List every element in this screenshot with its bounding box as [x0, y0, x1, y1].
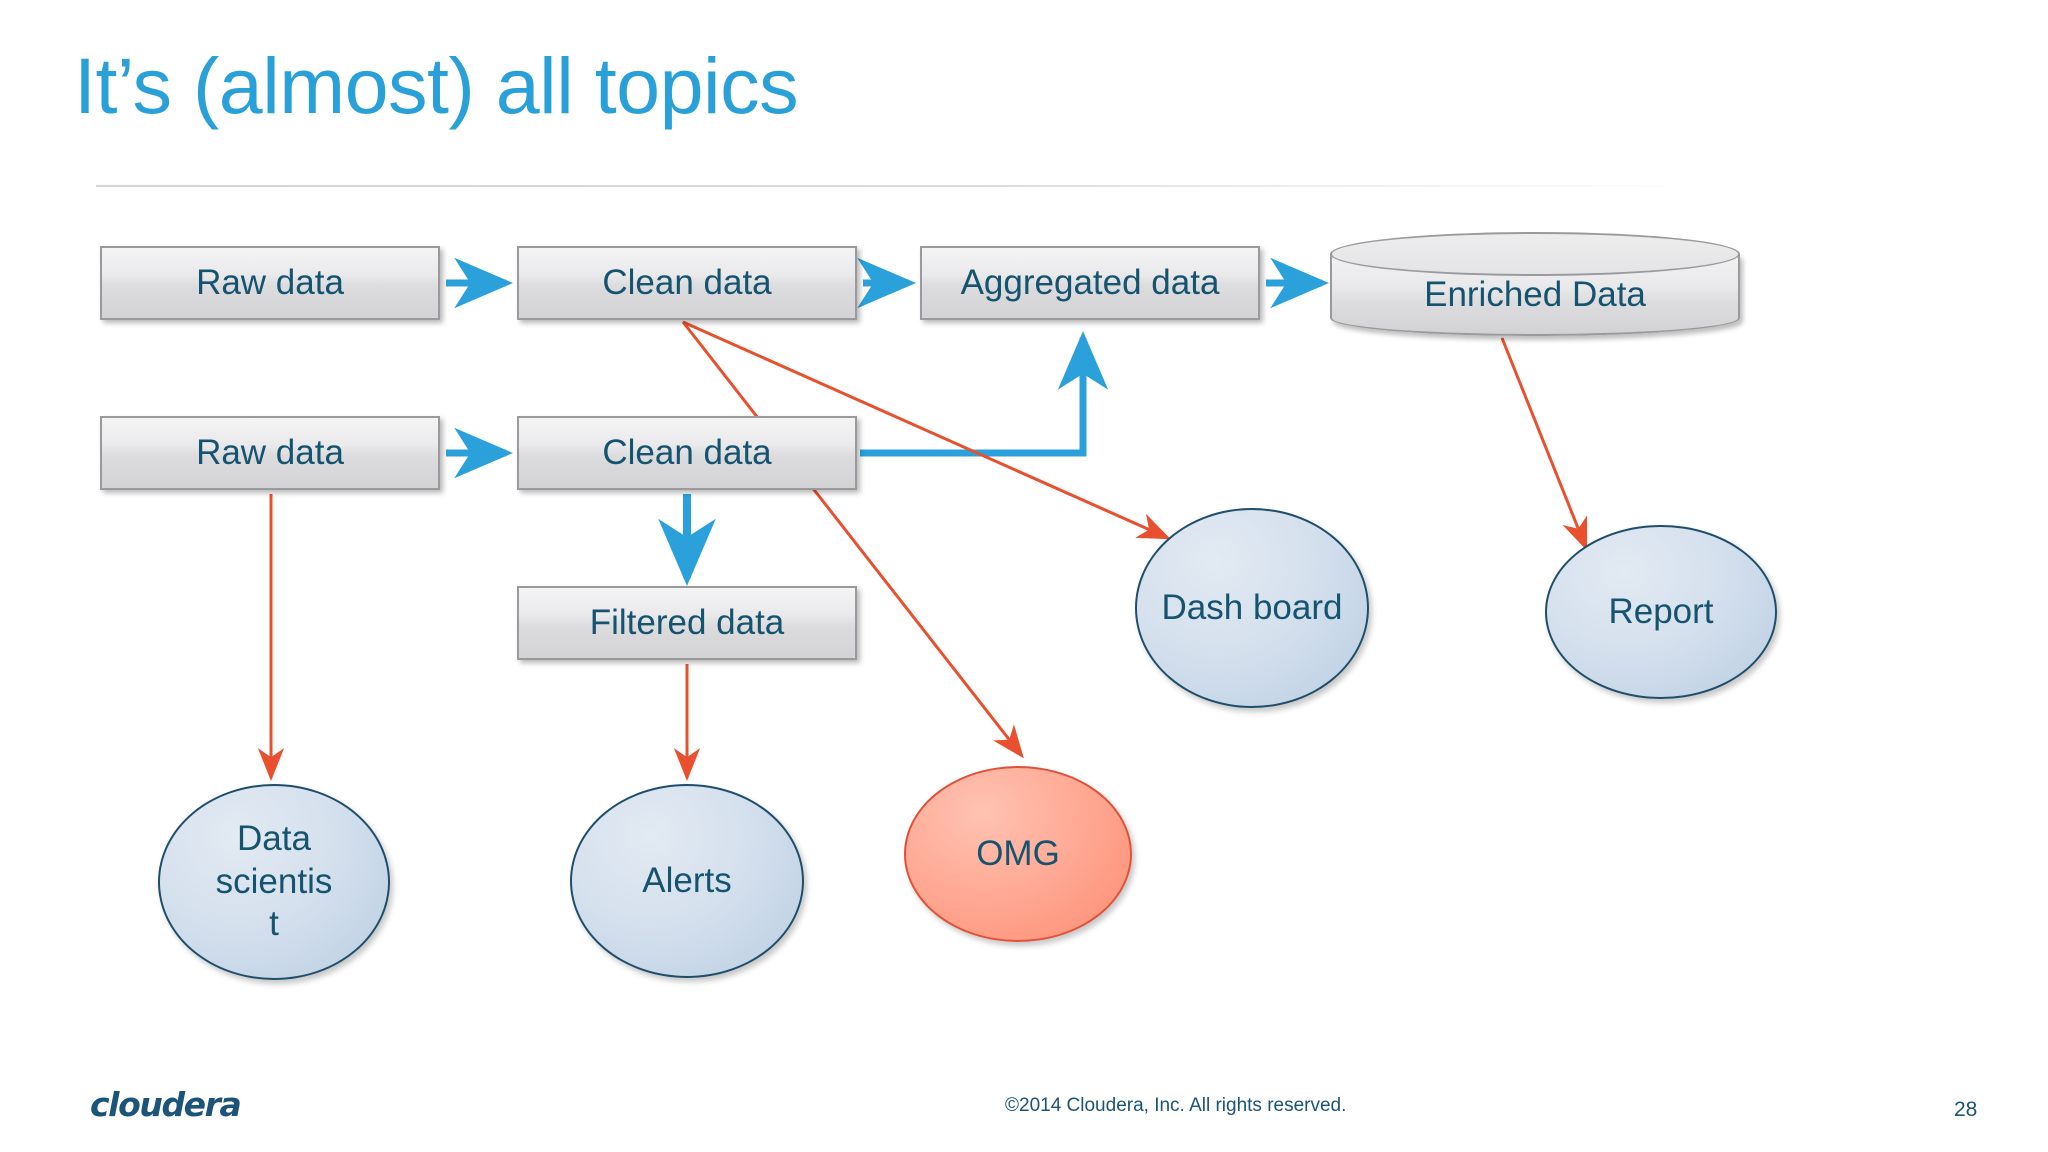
arrow-clean2-to-aggregated-elbow: [860, 331, 1109, 457]
node-dashboard[interactable]: Dash board: [1135, 508, 1369, 708]
node-enriched-data[interactable]: Enriched Data: [1330, 232, 1740, 336]
node-raw-data-1[interactable]: Raw data: [100, 246, 440, 320]
node-label: Raw data: [196, 433, 344, 472]
node-label: Clean data: [602, 433, 772, 472]
copyright-text: ©2014 Cloudera, Inc. All rights reserved…: [1005, 1095, 1347, 1116]
node-label: OMG: [976, 833, 1060, 873]
page-number: 28: [1954, 1098, 1978, 1121]
title-divider: [96, 185, 1662, 187]
node-label: Dash board: [1161, 587, 1343, 627]
page-title: It’s (almost) all topics: [74, 41, 799, 130]
node-label: Raw data: [196, 263, 344, 302]
node-label: Report: [1608, 591, 1714, 631]
arrow-clean1-to-omg: [681, 321, 1024, 759]
node-alerts[interactable]: Alerts: [570, 784, 804, 978]
node-report[interactable]: Report: [1545, 525, 1777, 699]
arrow-enriched-to-report: [1500, 337, 1588, 551]
cylinder-top-ellipse: [1330, 232, 1740, 276]
node-label: Enriched Data: [1424, 275, 1646, 314]
node-clean-data-2[interactable]: Clean data: [517, 416, 857, 490]
cloudera-logo: cloudera: [90, 1085, 242, 1124]
node-raw-data-2[interactable]: Raw data: [100, 416, 440, 490]
node-label: Clean data: [602, 263, 772, 302]
node-filtered-data[interactable]: Filtered data: [517, 586, 857, 660]
node-data-scientist[interactable]: Data scientis t: [158, 784, 390, 980]
node-label: Data scientis t: [215, 818, 333, 944]
node-label: Aggregated data: [960, 263, 1220, 302]
node-label: Alerts: [642, 860, 732, 900]
node-label: Filtered data: [589, 603, 785, 642]
node-omg[interactable]: OMG: [904, 766, 1132, 942]
node-clean-data-1[interactable]: Clean data: [517, 246, 857, 320]
node-aggregated-data[interactable]: Aggregated data: [920, 246, 1260, 320]
